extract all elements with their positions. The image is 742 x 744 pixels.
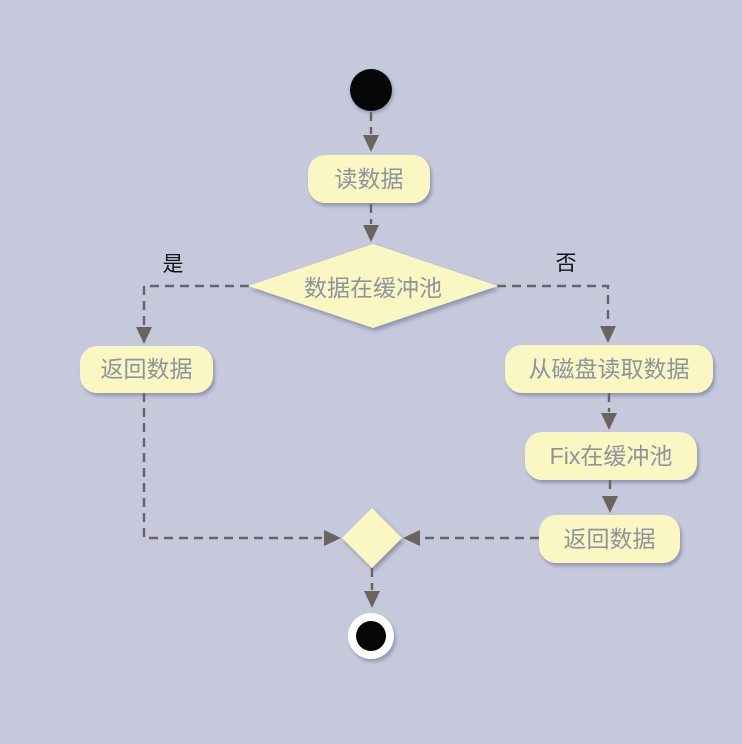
action-fix-in-buffer-pool: Fix在缓冲池 bbox=[525, 432, 697, 480]
arrow-down-icon bbox=[363, 225, 379, 242]
edge-decision-yes-branch bbox=[142, 284, 249, 326]
arrow-down-icon bbox=[363, 135, 379, 152]
arrow-down-icon bbox=[602, 496, 618, 513]
arrow-down-icon bbox=[600, 326, 616, 343]
arrow-right-icon bbox=[324, 530, 341, 546]
end-node-dot bbox=[356, 621, 386, 651]
arrow-down-icon bbox=[364, 591, 380, 608]
action-return-data-right: 返回数据 bbox=[539, 515, 680, 563]
arrow-down-icon bbox=[136, 327, 152, 344]
end-node bbox=[348, 613, 394, 659]
edge-return-left-to-merge bbox=[142, 393, 322, 540]
edge-decision-no-branch bbox=[497, 284, 610, 325]
branch-label-yes: 是 bbox=[162, 253, 184, 276]
branch-label-no: 否 bbox=[555, 252, 577, 275]
action-read-data-from-disk: 从磁盘读取数据 bbox=[505, 345, 713, 393]
action-return-data-left: 返回数据 bbox=[80, 346, 213, 393]
merge-node bbox=[342, 508, 402, 568]
decision-label: 数据在缓冲池 bbox=[304, 275, 442, 301]
start-node bbox=[350, 69, 392, 111]
action-read-data: 读数据 bbox=[308, 155, 430, 203]
decision-data-in-buffer-pool: 数据在缓冲池 bbox=[248, 244, 498, 328]
arrow-left-icon bbox=[403, 530, 420, 546]
decision-diamond-shape: 数据在缓冲池 bbox=[248, 244, 498, 328]
merge-diamond-shape bbox=[342, 508, 402, 568]
arrow-down-icon bbox=[601, 413, 617, 430]
